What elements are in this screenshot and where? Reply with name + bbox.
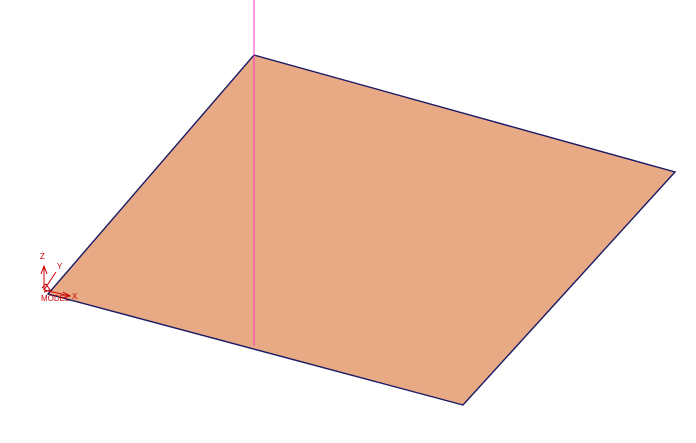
triad-y-label: Y xyxy=(57,262,63,271)
triad-y-axis xyxy=(43,271,57,291)
triad-origin-mark xyxy=(41,283,51,293)
triad-x-label: X xyxy=(72,292,78,301)
triad-model-label: MODEL xyxy=(41,294,70,303)
triad-z-label: Z xyxy=(40,252,45,261)
plate-surface[interactable] xyxy=(48,55,675,405)
triad-z-arrow xyxy=(40,264,48,275)
coordinate-triad: Z Y MODEL X xyxy=(40,252,78,303)
triad-x-arrow xyxy=(61,291,72,299)
plate-edge-outline xyxy=(46,54,677,406)
